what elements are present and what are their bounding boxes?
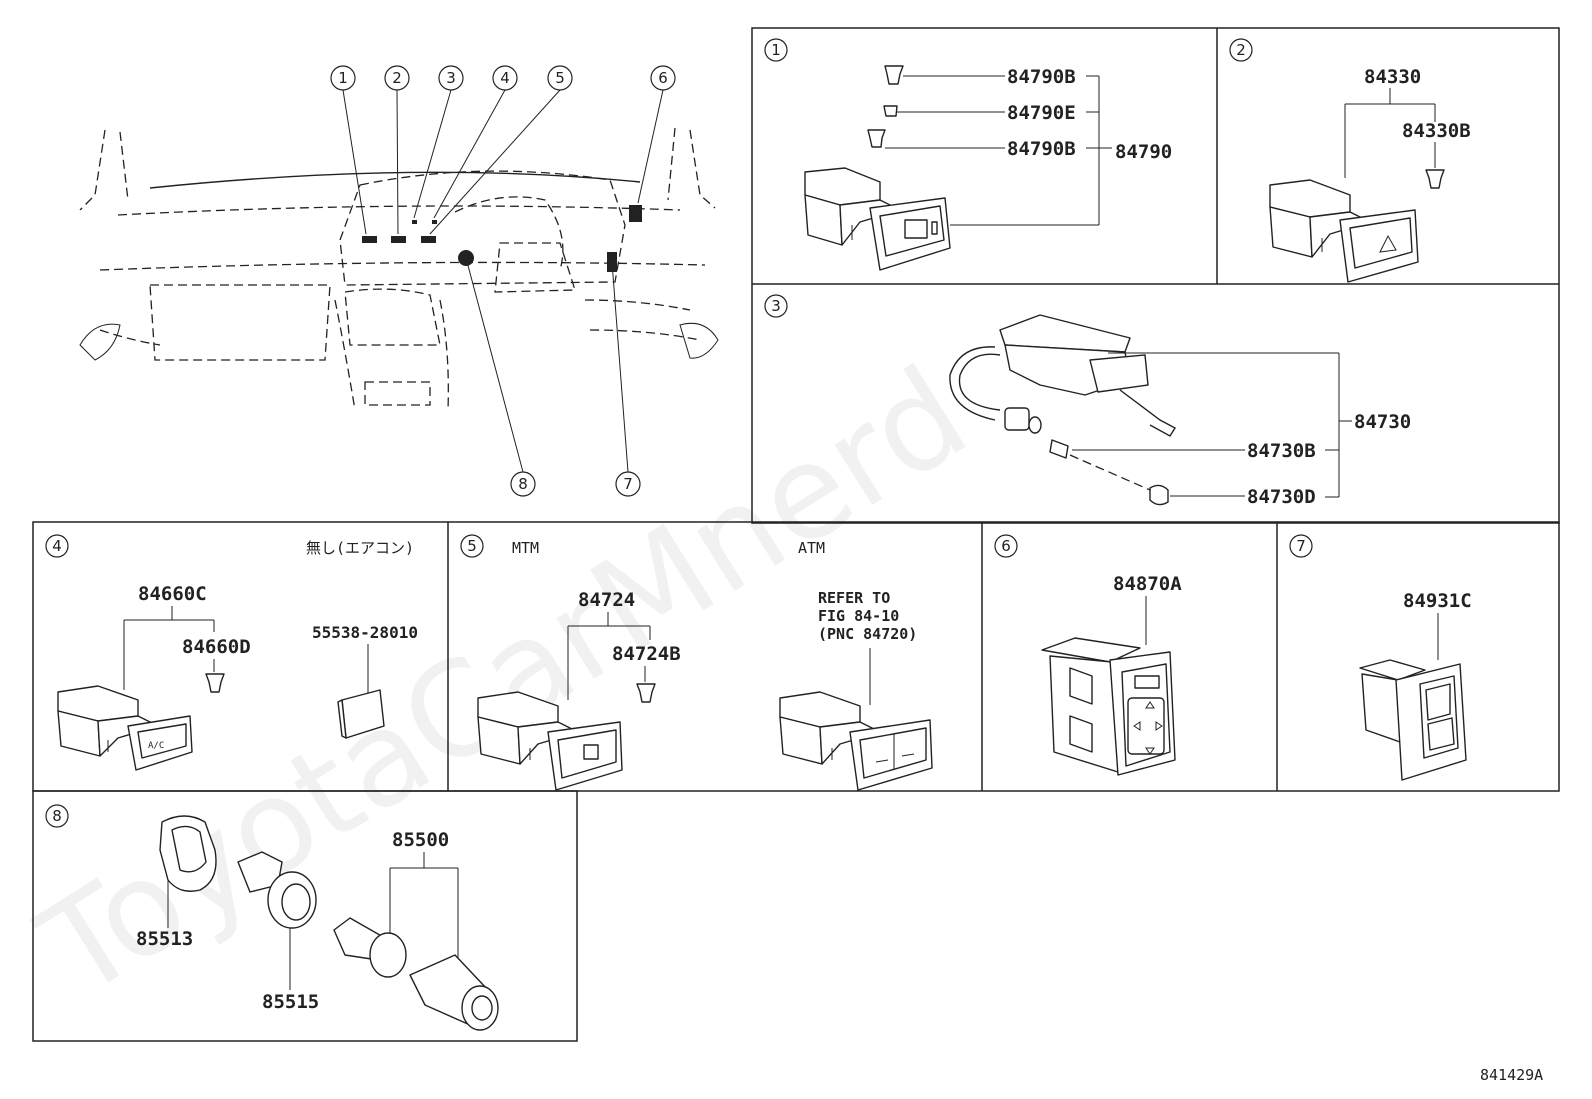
callout-3: 3	[438, 65, 464, 91]
part-number: 84790B	[1007, 66, 1076, 88]
watermark: ToyotaCarMnerd	[15, 338, 992, 1027]
clip-icon	[205, 673, 225, 693]
overview-callouts: 1 2 3 4 5 6 7 8	[330, 65, 676, 497]
part-number: 84330B	[1402, 120, 1471, 142]
part-number: 84730B	[1247, 440, 1316, 462]
svg-text:6: 6	[658, 69, 668, 87]
hazard-switch-icon	[1269, 179, 1419, 283]
panel-6-number: 6	[1001, 537, 1011, 555]
svg-text:2: 2	[392, 69, 402, 87]
part-number: 84790	[1115, 141, 1172, 163]
clip-icon	[867, 129, 886, 148]
svg-text:8: 8	[518, 475, 528, 493]
panel-7: 7 84931C	[1289, 534, 1472, 781]
lighter-socket-icon	[237, 851, 317, 990]
svg-text:7: 7	[623, 475, 633, 493]
panel-4: 4 無し(エアコン) 84660C 84660D A/C 55538-28010	[45, 534, 418, 771]
part-number: 85500	[392, 829, 449, 851]
part-number: 84660C	[138, 583, 207, 605]
part-number: 84931C	[1403, 590, 1472, 612]
refer-line-2: FIG 84-10	[818, 607, 899, 625]
part-number: 84870A	[1113, 573, 1182, 595]
callout-1: 1	[330, 65, 356, 91]
clip-icon	[636, 683, 656, 703]
svg-text:5: 5	[555, 69, 565, 87]
part-number: 84660D	[182, 636, 251, 658]
part-number: 84790B	[1007, 138, 1076, 160]
panel-1-number: 1	[771, 41, 781, 59]
svg-text:1: 1	[338, 69, 348, 87]
panel-6: 6 84870A	[994, 534, 1182, 776]
refer-line-3: (PNC 84720)	[818, 625, 917, 643]
panel-2-number: 2	[1236, 41, 1246, 59]
part-number: 84724	[578, 589, 635, 611]
figure-code: 841429A	[1480, 1066, 1543, 1084]
part-number: 84724B	[612, 643, 681, 665]
panel-4-note: 無し(エアコン)	[306, 539, 414, 557]
clip-icon	[883, 105, 898, 117]
panel-4-number: 4	[52, 537, 62, 555]
ac-switch-icon: A/C	[57, 685, 193, 771]
atm-switch-icon	[779, 691, 933, 791]
defogger-switch-icon	[804, 167, 951, 271]
callout-4: 4	[492, 65, 518, 91]
part-number: 85513	[136, 928, 193, 950]
bulb-icon	[1149, 484, 1169, 506]
ac-label: A/C	[148, 741, 164, 751]
svg-text:4: 4	[500, 69, 510, 87]
clip-icon	[884, 65, 904, 85]
part-number: 85515	[262, 991, 319, 1013]
panel-2: 2 84330 84330B	[1229, 38, 1471, 283]
atm-label: ATM	[798, 539, 825, 557]
panel-7-number: 7	[1296, 537, 1306, 555]
mtm-switch-icon	[477, 691, 623, 791]
callout-8: 8	[510, 471, 536, 497]
rocker-switch-icon	[1359, 659, 1467, 781]
panel-3: 3 84730 84730B 84730D	[764, 294, 1411, 508]
panel-8-number: 8	[52, 807, 62, 825]
panel-3-number: 3	[771, 297, 781, 315]
part-number: 84330	[1364, 66, 1421, 88]
callout-7: 7	[615, 471, 641, 497]
mtm-label: MTM	[512, 539, 539, 557]
callout-5: 5	[547, 65, 573, 91]
dashboard-overview	[79, 89, 719, 473]
bulb-icon	[1049, 439, 1069, 459]
part-number: 84730D	[1247, 486, 1316, 508]
part-number: 84790E	[1007, 102, 1076, 124]
part-number: 55538-28010	[312, 623, 418, 642]
heater-control-icon	[949, 314, 1176, 437]
panel-5: 5 MTM ATM 84724 84724B REFER TO FIG 84-1…	[460, 534, 933, 791]
svg-text:3: 3	[446, 69, 456, 87]
clip-icon	[1425, 169, 1445, 189]
part-number: 84730	[1354, 411, 1411, 433]
panel-frames	[32, 27, 1560, 1042]
panel-1: 1 84790B 84790E 84790B 84790	[764, 38, 1172, 271]
cigarette-lighter-icon	[333, 917, 499, 1031]
panel-8: 8 85500 85513 85515	[45, 804, 499, 1031]
refer-line-1: REFER TO	[818, 589, 890, 607]
panel-5-number: 5	[467, 537, 477, 555]
lighter-socket-retainer-icon	[159, 815, 217, 928]
mirror-switch-icon	[1041, 637, 1176, 776]
callout-6: 6	[650, 65, 676, 91]
callout-2: 2	[384, 65, 410, 91]
